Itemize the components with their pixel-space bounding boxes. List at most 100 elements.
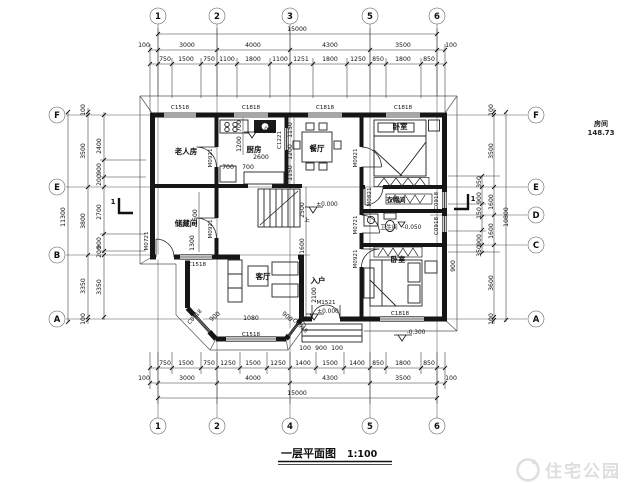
dim-label: 100 [331, 345, 343, 352]
dim-label: 100 [488, 313, 495, 325]
room-label-kitchen: 厨房 [247, 144, 262, 154]
toilet [383, 212, 397, 220]
dim-label: 3800 [80, 213, 87, 229]
dimensions-top: 15000 100 3000 4000 4300 3500 100 750 15… [138, 26, 457, 112]
dimensions-left: 11300 100 3500 3800 3350 100 2400 900 20… [60, 104, 146, 325]
dim-label: 100 [445, 42, 457, 49]
bed-bottom-right [369, 259, 423, 307]
room-label-storage: 储藏间 [175, 218, 198, 228]
dim-label: 1400 [295, 360, 311, 367]
dining-table [301, 131, 333, 163]
drawing-title-text: 一层平面图 [281, 447, 336, 460]
dim-label: 850 [372, 360, 384, 367]
room-label-dining: 餐厅 [309, 143, 325, 153]
area-note: 房间 148.73 [587, 119, 614, 137]
section-marks: 1 1 [111, 194, 476, 215]
dim-label: 750 [203, 56, 215, 63]
furniture [219, 119, 440, 343]
drawing-scale: 1:100 [347, 449, 378, 460]
section-mark-label: 1 [111, 198, 116, 206]
axis-bubble: 6 [434, 422, 440, 432]
dim-label: 10800 [503, 207, 510, 227]
dim-label: 1251 [293, 56, 309, 63]
dim-label: 350 [476, 176, 483, 188]
door-tag: M0921 [208, 219, 214, 239]
watermark-logo-icon [516, 458, 540, 482]
dim-label: 1500 [245, 360, 261, 367]
coffee-table [247, 265, 269, 287]
axis-bubble: C [533, 241, 539, 251]
axis-bubble: E [533, 183, 539, 193]
level-mark: -0.050 [403, 225, 422, 231]
dim-label: 200 [96, 246, 103, 258]
kitchen-counter [243, 171, 285, 185]
window-tag: C1518 [171, 105, 190, 111]
room-label-bedroom-br: 卧室 [391, 254, 406, 264]
door-tag: M0921 [353, 148, 359, 168]
room-label-elder: 老人房 [174, 146, 198, 156]
sofa-3 [271, 283, 299, 298]
room-label-bath: 卫生间 [380, 223, 398, 231]
dim-label: 750 [159, 56, 171, 63]
doors [155, 146, 384, 322]
axis-bubble: 5 [367, 422, 373, 432]
dim-label: 100 [138, 375, 150, 382]
dim-label: 2700 [96, 204, 103, 220]
axis-bubble: 4 [287, 422, 293, 432]
axis-grid [66, 24, 527, 418]
dim-label: 900 [96, 163, 103, 175]
window-tag: C1518 [242, 332, 261, 338]
stairs: 上 [257, 188, 310, 228]
level-mark: -0.050 [257, 127, 276, 133]
dim-label: 700 [299, 295, 306, 307]
dim-label: 1080 [243, 315, 259, 322]
dim-label: 100 [138, 42, 150, 49]
dim-label: 2500 [192, 209, 199, 225]
room-label-entry: 入户 [310, 275, 326, 285]
stairs-up-label: 上 [304, 216, 310, 224]
dim-label: 850 [423, 360, 435, 367]
axis-bubble: B [54, 251, 60, 261]
dim-label: 1200 [287, 144, 294, 160]
dim-label: 2500 [299, 202, 306, 218]
dim-label: 900 [476, 192, 483, 204]
axis-bubble: 2 [214, 12, 220, 22]
dim-label: 4300 [322, 375, 338, 382]
level-mark: -0.300 [407, 330, 426, 336]
desk [363, 267, 375, 299]
washbasin [363, 213, 379, 227]
dim-label: 1150 [287, 122, 294, 138]
door-tag: M1521 [316, 300, 336, 306]
dim-label: 3500 [80, 143, 87, 159]
dim-label: 2400 [96, 138, 103, 154]
dim-label: 1100 [272, 56, 288, 63]
dim-label: 3000 [179, 375, 195, 382]
dim-label: 1500 [178, 56, 194, 63]
room-label-living: 客厅 [255, 271, 271, 281]
axis-bubble: 1 [155, 12, 161, 22]
window-tag: C1818 [391, 311, 410, 317]
dim-label: 850 [423, 56, 435, 63]
dimensions-right: 10800 100 3500 1600 1600 3600 100 350 90… [448, 104, 510, 325]
dim-label: 1800 [322, 56, 338, 63]
window-tag: C1221 [277, 130, 283, 149]
dim-label: 1500 [178, 360, 194, 367]
dim-label: 100 [80, 104, 87, 116]
dim-label: 1600 [488, 223, 495, 239]
watermark: 住宅公园 [516, 458, 619, 482]
window-tag: C1818 [242, 105, 261, 111]
axis-bubble: F [533, 111, 539, 121]
area-note-value: 148.73 [587, 129, 614, 137]
axis-bubble: 1 [155, 422, 161, 432]
dim-label: 350 [476, 245, 483, 257]
dim-label: 100 [299, 345, 311, 352]
window-tag: C1818 [316, 105, 335, 111]
window-tag: C0918 [434, 216, 440, 235]
dim-label: 900 [476, 234, 483, 246]
stove [219, 119, 249, 134]
dim-label: 900 [450, 260, 457, 272]
sofa-2 [271, 261, 299, 276]
fridge [219, 165, 237, 183]
dim-label: 1300 [189, 235, 196, 251]
dim-label: 1250 [220, 360, 236, 367]
